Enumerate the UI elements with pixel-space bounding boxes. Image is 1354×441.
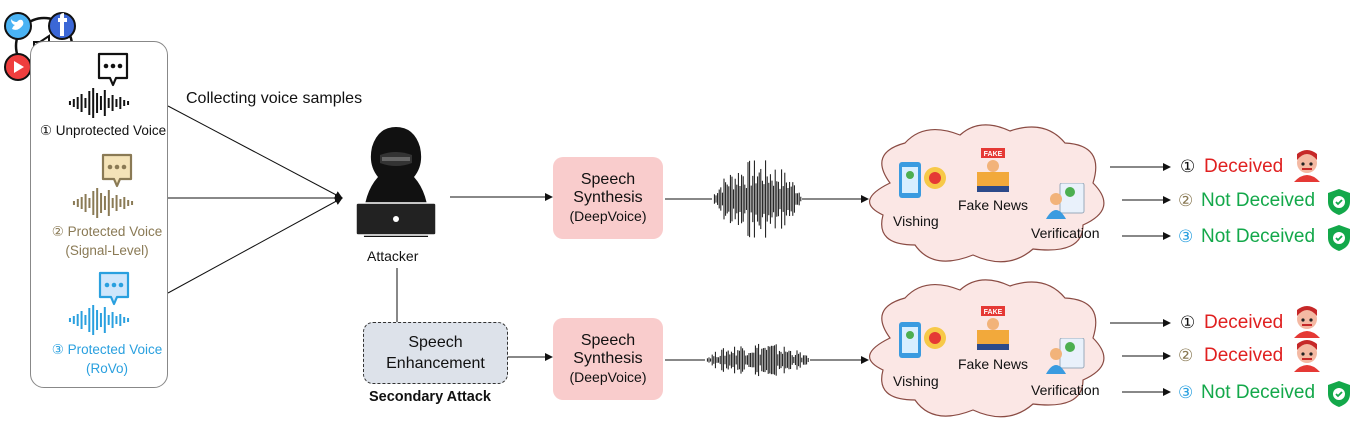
collecting-label: Collecting voice samples xyxy=(186,90,363,107)
synthesis-line1-top: Speech xyxy=(580,171,636,188)
result-num-top-1: ① xyxy=(1180,157,1196,176)
source-label-rovo: ③ Protected Voice (RoVo) xyxy=(22,340,192,378)
vishing-label-top: Vishing xyxy=(893,213,939,229)
fake-sign-text-top: FAKE xyxy=(984,151,1003,158)
fake-sign-text-bottom: FAKE xyxy=(984,309,1003,316)
speech-synthesis-box-bottom: Speech Synthesis (DeepVoice) xyxy=(553,318,663,400)
result-text-bottom-1: Deceived xyxy=(1204,312,1284,333)
verification-icon-top xyxy=(1046,183,1085,219)
chat-bubble-icon-rovo xyxy=(98,271,130,306)
attack-scenario-cloud-top xyxy=(869,124,1105,263)
result-num-bottom-3: ③ xyxy=(1178,383,1194,402)
result-num-top-2: ② xyxy=(1178,191,1194,210)
waveform-icon-unprotected xyxy=(68,88,130,118)
verification-label-bottom: Verification xyxy=(1031,382,1100,398)
secondary-attack-label: Secondary Attack xyxy=(369,389,491,405)
source-num-unprotected: ① xyxy=(39,123,52,138)
result-text-top-3: Not Deceived xyxy=(1201,226,1316,247)
waveform-icon-rovo xyxy=(68,305,130,335)
result-num-top-3: ③ xyxy=(1178,227,1194,246)
fake-news-label-bottom: Fake News xyxy=(958,356,1029,372)
collect-line-unprotected xyxy=(167,105,343,199)
source-subtext-rovo: (RoVo) xyxy=(85,361,129,376)
result-num-bottom-1: ① xyxy=(1180,313,1196,332)
shield-check-icon-top-2 xyxy=(1328,189,1350,215)
speech-enhancement-box: Speech Enhancement xyxy=(363,322,508,384)
waveform-icon-signal-level xyxy=(72,188,134,218)
enhancement-line1: Speech xyxy=(408,334,463,351)
result-text-top-2: Not Deceived xyxy=(1201,190,1316,211)
chat-bubble-icon-signal-level xyxy=(101,153,133,188)
result-text-bottom-3: Not Deceived xyxy=(1201,382,1316,403)
synthesis-line1-bottom: Speech xyxy=(580,332,636,349)
synthesis-line2-top: Synthesis xyxy=(573,189,643,206)
source-text-rovo: Protected Voice xyxy=(67,342,163,357)
synthesized-waveform-top xyxy=(713,160,802,238)
fake-news-label-top: Fake News xyxy=(958,197,1029,213)
shield-check-icon-bottom-3 xyxy=(1328,381,1350,407)
synthesis-line3-bottom: (DeepVoice) xyxy=(569,369,647,385)
facebook-icon xyxy=(48,12,76,40)
fake-news-icon-bottom: FAKE xyxy=(977,306,1009,350)
collect-line-rovo xyxy=(167,197,343,294)
synthesized-waveform-bottom xyxy=(706,343,809,377)
attacker-label: Attacker xyxy=(367,248,419,264)
vishing-phone-icon-top xyxy=(899,162,946,198)
deceived-face-icon-bottom-2 xyxy=(1294,340,1320,372)
result-text-top-1: Deceived xyxy=(1204,156,1284,177)
chat-bubble-icon-unprotected xyxy=(97,52,129,87)
source-num-signal-level: ② xyxy=(51,224,64,239)
synthesis-line2-bottom: Synthesis xyxy=(573,350,643,367)
hacker-icon xyxy=(355,127,437,237)
vishing-phone-icon-bottom xyxy=(899,322,946,358)
source-num-rovo: ③ xyxy=(51,342,64,357)
voice-sources-panel xyxy=(30,41,168,388)
source-label-signal-level: ② Protected Voice (Signal-Level) xyxy=(22,222,192,260)
source-text-unprotected: Unprotected Voice xyxy=(55,123,167,138)
source-label-unprotected: ① Unprotected Voice xyxy=(18,121,188,140)
fake-news-icon-top: FAKE xyxy=(977,148,1009,192)
source-subtext-signal-level: (Signal-Level) xyxy=(65,243,149,258)
verification-icon-bottom xyxy=(1046,338,1085,374)
deceived-face-icon-bottom-1 xyxy=(1294,306,1320,338)
speech-synthesis-box-top: Speech Synthesis (DeepVoice) xyxy=(553,157,663,239)
result-num-bottom-2: ② xyxy=(1178,346,1194,365)
shield-check-icon-top-3 xyxy=(1328,225,1350,251)
deceived-face-icon-top-1 xyxy=(1294,150,1320,182)
youtube-icon xyxy=(4,53,32,81)
twitter-icon xyxy=(4,12,32,40)
result-text-bottom-2: Deceived xyxy=(1204,345,1284,366)
vishing-label-bottom: Vishing xyxy=(893,373,939,389)
synthesis-line3-top: (DeepVoice) xyxy=(569,208,647,224)
source-text-signal-level: Protected Voice xyxy=(67,224,163,239)
verification-label-top: Verification xyxy=(1031,225,1100,241)
enhancement-line2: Enhancement xyxy=(386,355,485,372)
